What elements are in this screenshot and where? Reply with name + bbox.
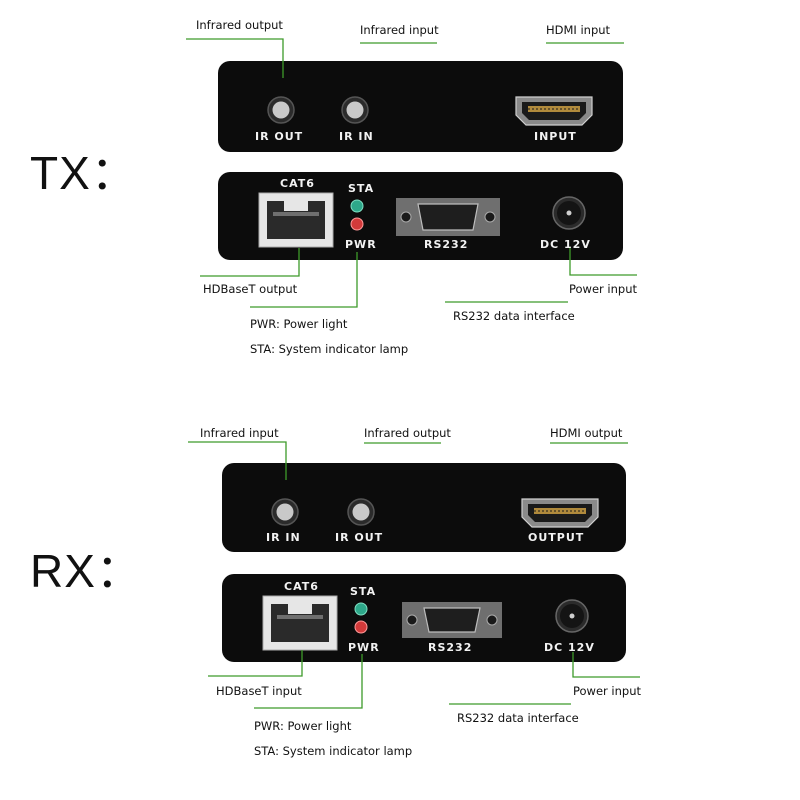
rx-pwr-led-icon <box>354 620 368 634</box>
rx-bottom-panel: CAT6 STA PWR RS232 DC 12V <box>222 574 626 662</box>
tx-callout-infrared-output: Infrared output <box>196 18 283 32</box>
tx-title: TX： <box>30 147 138 199</box>
rx-callout-hdbaset: HDBaseT input <box>216 684 302 698</box>
rx-db9-port-icon <box>402 602 502 638</box>
tx-bottom-panel: CAT6 STA PWR RS232 DC 12V <box>218 172 623 260</box>
rx-legend-sta: STA: System indicator lamp <box>254 744 413 758</box>
rx-callout-power-input: Power input <box>573 684 642 698</box>
tx-callout-hdmi-input: HDMI input <box>546 23 611 37</box>
tx-dc-jack-icon <box>552 196 586 230</box>
rx-ir-in-label: IR IN <box>266 531 301 544</box>
tx-callout-rs232: RS232 data interface <box>453 309 575 323</box>
rx-sta-label: STA <box>350 585 377 598</box>
tx-leader-pwr <box>250 252 358 308</box>
rx-leader-pwr <box>254 654 363 709</box>
tx-hdmi-label: INPUT <box>534 130 577 143</box>
tx-sta-led-icon <box>350 199 364 213</box>
rx-callout-infrared-input: Infrared input <box>200 426 279 440</box>
tx-top-panel: IR OUT IR IN INPUT <box>218 61 623 152</box>
rx-legend-pwr: PWR: Power light <box>254 719 352 733</box>
rx-top-panel: IR IN IR OUT OUTPUT <box>222 463 626 552</box>
tx-ir-in-jack-icon <box>341 96 369 124</box>
tx-legend-pwr: PWR: Power light <box>250 317 348 331</box>
tx-pwr-label: PWR <box>345 238 377 251</box>
tx-callout-power-input: Power input <box>569 282 638 296</box>
tx-rs232-label: RS232 <box>424 238 469 251</box>
rx-callout-rs232: RS232 data interface <box>457 711 579 725</box>
tx-ir-out-jack-icon <box>267 96 295 124</box>
tx-hdmi-port-icon <box>515 96 593 126</box>
tx-db9-port-icon <box>396 198 500 236</box>
rx-ir-in-jack-icon <box>271 498 299 526</box>
rx-hdmi-port-icon <box>521 498 599 528</box>
rx-ir-out-label: IR OUT <box>335 531 384 544</box>
rx-rs232-label: RS232 <box>428 641 473 654</box>
rx-cat6-label: CAT6 <box>284 580 319 593</box>
rx-ir-out-jack-icon <box>347 498 375 526</box>
rx-callout-hdmi-output: HDMI output <box>550 426 623 440</box>
tx-callout-hdbaset: HDBaseT output <box>203 282 298 296</box>
rx-title: RX： <box>30 545 143 597</box>
rx-sta-led-icon <box>354 602 368 616</box>
tx-rj45-port-icon <box>258 192 334 248</box>
rx-callout-infrared-output: Infrared output <box>364 426 451 440</box>
tx-callout-infrared-input: Infrared input <box>360 23 439 37</box>
tx-cat6-label: CAT6 <box>280 177 315 190</box>
tx-pwr-led-icon <box>350 217 364 231</box>
tx-sta-label: STA <box>348 182 375 195</box>
tx-legend-sta: STA: System indicator lamp <box>250 342 409 356</box>
rx-hdmi-label: OUTPUT <box>528 531 585 544</box>
rx-pwr-label: PWR <box>348 641 380 654</box>
rx-rj45-port-icon <box>262 595 338 651</box>
rx-dc-label: DC 12V <box>544 641 595 654</box>
tx-dc-label: DC 12V <box>540 238 591 251</box>
tx-ir-in-label: IR IN <box>339 130 374 143</box>
tx-ir-out-label: IR OUT <box>255 130 304 143</box>
rx-dc-jack-icon <box>555 599 589 633</box>
